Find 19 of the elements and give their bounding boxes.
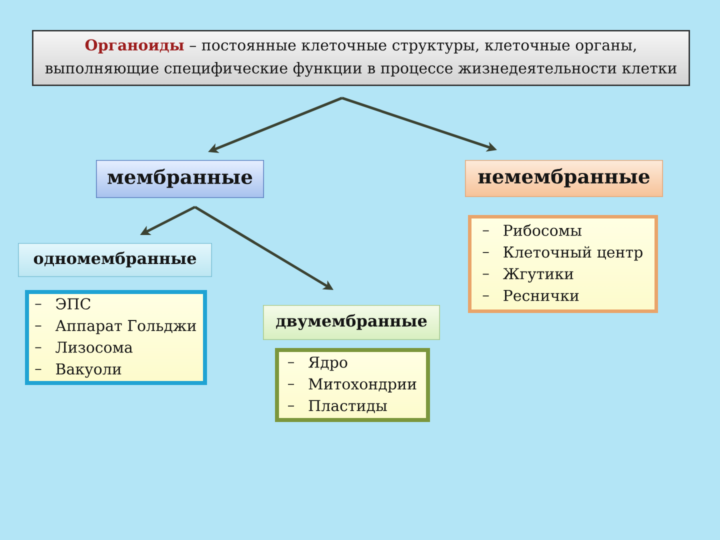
category-box: мембранные bbox=[96, 160, 264, 198]
list-item: ЭПС bbox=[56, 298, 90, 310]
list-item: Пластиды bbox=[308, 400, 387, 414]
list-box bbox=[25, 290, 207, 385]
subcategory-box: одномембранные bbox=[18, 243, 212, 277]
list-item: Митохондрии bbox=[308, 378, 416, 392]
list-item: Рибосомы bbox=[504, 224, 582, 236]
definition-box: Органоиды – постоянные клеточные структуры, клеточные органы, выполняющие специфические функции в процессе жизнедеятельности клетки bbox=[32, 30, 690, 86]
list-item: Реснички bbox=[504, 290, 579, 302]
subcategory-box: двумембранные bbox=[263, 305, 440, 340]
list-item: Лизосома bbox=[56, 342, 133, 353]
category-box: немембранные bbox=[465, 160, 663, 197]
list-item: Аппарат Гольджи bbox=[55, 320, 196, 334]
list-box bbox=[275, 348, 430, 422]
list-item: Вакуоли bbox=[56, 363, 122, 378]
list-item: Жгутики bbox=[502, 268, 574, 282]
list-box bbox=[468, 215, 658, 313]
list-item: Клеточный центр bbox=[504, 246, 642, 261]
list-item: Ядро bbox=[308, 356, 348, 371]
